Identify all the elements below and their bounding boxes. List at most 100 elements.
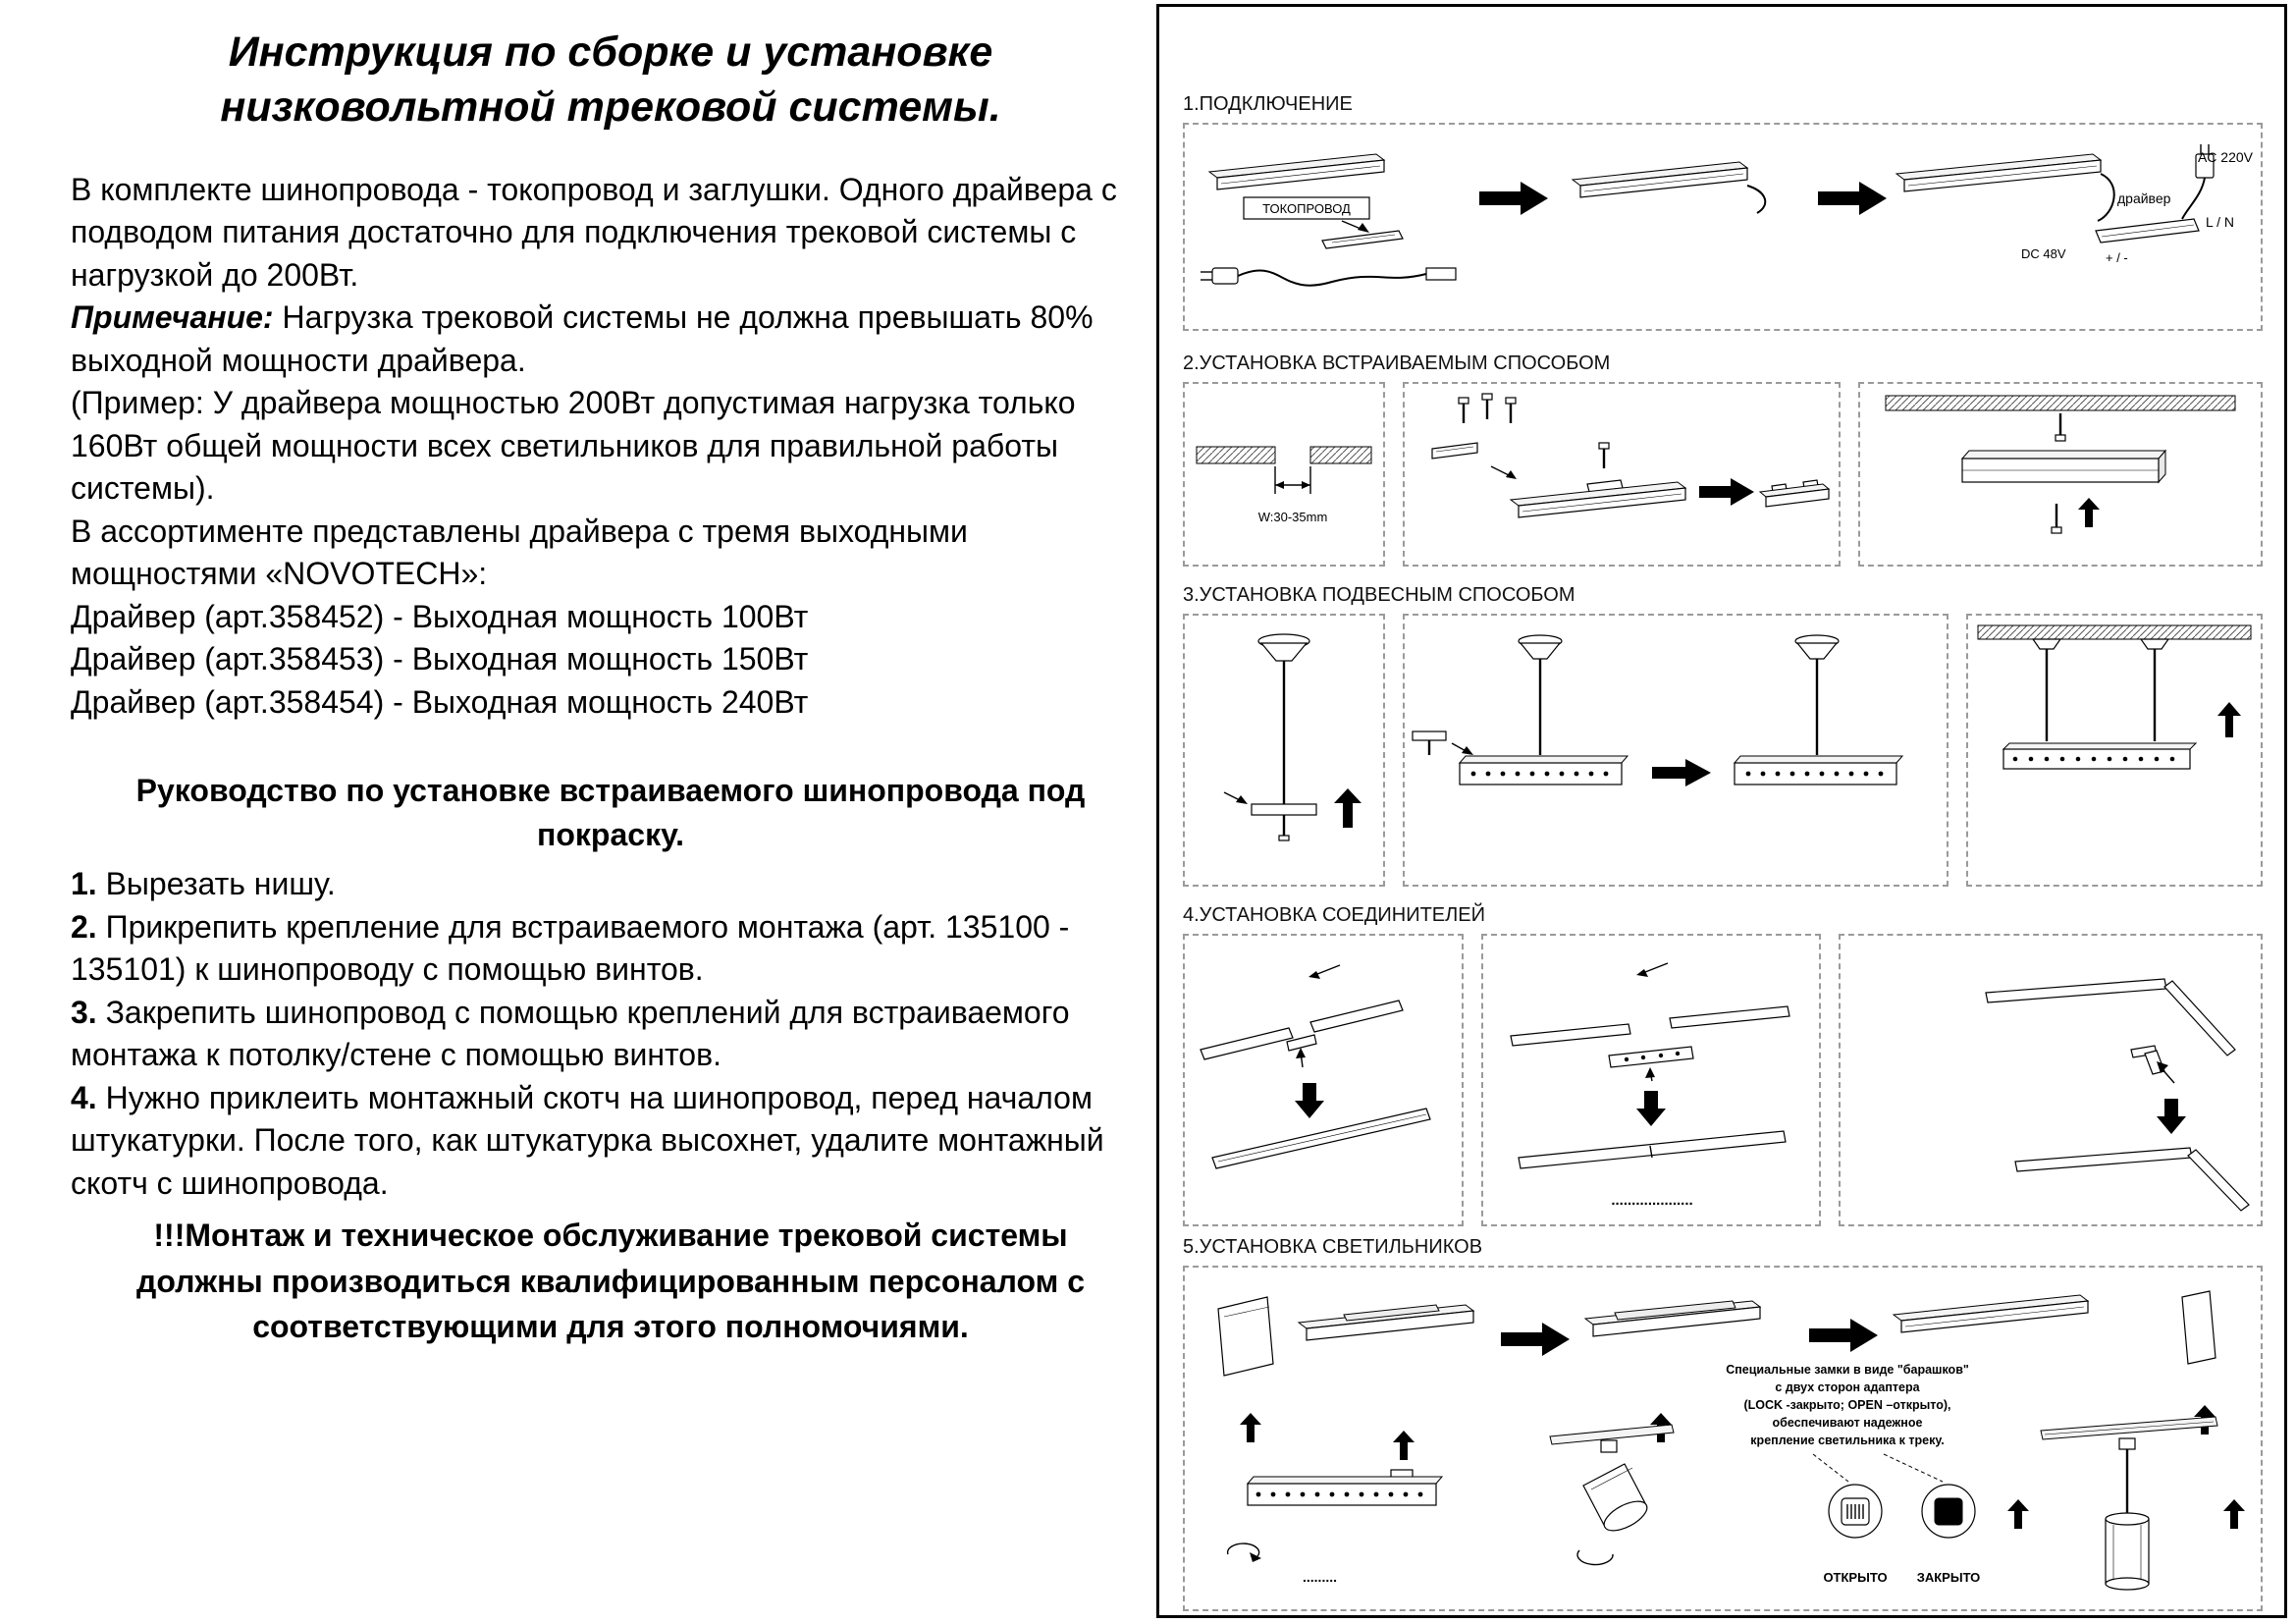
- pendant-track: [1458, 634, 1629, 785]
- step-4: 4. Нужно приклеить монтажный скотч на ши…: [71, 1077, 1150, 1206]
- arrow-right-icon: [1809, 1319, 1878, 1352]
- note-paragraph: Примечание: Нагрузка трековой системы не…: [71, 297, 1150, 382]
- joint-dots-label: ....................: [1611, 1192, 1692, 1209]
- dc-voltage-label: DC 48V: [2021, 246, 2066, 261]
- mount-bracket: [1431, 442, 1478, 460]
- pendant-cylinder-light: [2040, 1416, 2218, 1591]
- ceiling-section: [1196, 446, 1276, 464]
- pointer-arrow-icon: [1462, 746, 1473, 755]
- step-2: 2. Прикрепить крепление для встраиваемог…: [71, 906, 1150, 992]
- section4-connector-diagram-b: ....................: [1481, 934, 1821, 1226]
- bracket-drawing: [1431, 393, 1831, 518]
- open-state-label: ОТКРЫТО: [1823, 1570, 1887, 1585]
- pointer-arrow-icon: [1236, 795, 1248, 804]
- lock-note-line: Специальные замки в виде "барашков": [1726, 1363, 1969, 1377]
- track-connector: [1286, 1034, 1317, 1052]
- track-bar: [1297, 1304, 1475, 1341]
- ceiling-section: [1885, 395, 2236, 411]
- section4-connector-diagram-a: [1183, 934, 1464, 1226]
- corner-connector-drawing: [1985, 978, 2250, 1212]
- page-title: Инструкция по сборке и установке низково…: [220, 28, 1001, 131]
- intro-paragraph: В комплекте шинопровода - токопровод и з…: [71, 171, 1117, 293]
- dimension-arrow-icon: [1302, 481, 1310, 489]
- lock-note-line: обеспечивают надежное: [1773, 1416, 1923, 1430]
- lock-knob-closed: LOCK: [1921, 1484, 1976, 1539]
- pendant-track: [2002, 742, 2198, 770]
- arrow-right-icon: [1818, 182, 1887, 215]
- track-bar: [1571, 161, 1767, 214]
- tokoprovod-label: ТОКОПРОВОД: [1262, 201, 1351, 216]
- recessed-track: [1960, 449, 2167, 484]
- screw-icon: [2051, 526, 2062, 534]
- arrow-right-icon: [1699, 478, 1754, 506]
- ac-voltage-label: AC 220V: [2198, 149, 2254, 165]
- arrow-down-icon: [2157, 1099, 2186, 1134]
- track-with-bracket: [1509, 442, 1687, 518]
- power-cord: [1201, 267, 1457, 287]
- assortment-paragraph: В ассортименте представлены драйвера с т…: [71, 513, 968, 592]
- tokoprovod-label-box: [1243, 196, 1370, 220]
- section3-ceiling-pendant-diagram: [1966, 614, 2263, 887]
- screw-icon: [1458, 397, 1469, 423]
- arrow-right-icon: [1652, 759, 1711, 786]
- rotation-dots-label: .........: [1303, 1569, 1337, 1585]
- connector-drawing-a: [1200, 964, 1431, 1169]
- lock-knob-label: LOCK: [1939, 1510, 1958, 1517]
- note-text: Нагрузка трековой системы не должна прев…: [71, 299, 1094, 378]
- section4-title: 4.УСТАНОВКА СОЕДИНИТЕЛЕЙ: [1183, 904, 1485, 926]
- closed-state-label: ЗАКРЫТО: [1917, 1570, 1981, 1585]
- arrow-down-icon: [1295, 1083, 1324, 1118]
- pointer-arrow-icon: [1308, 971, 1320, 979]
- canopy: [2139, 638, 2170, 650]
- track-bar: [1207, 153, 1386, 190]
- arrow-right-icon: [1501, 1323, 1570, 1356]
- pendant-track: [1733, 634, 1904, 785]
- suspension-clamp: [1412, 731, 1447, 741]
- step-2-text: Прикрепить крепление для встраиваемого м…: [71, 908, 1070, 988]
- suspension-clamp: [1251, 803, 1317, 816]
- track-bar: [1895, 153, 2103, 192]
- step-2-number: 2.: [71, 908, 97, 945]
- step-1-text: Вырезать нишу.: [105, 866, 336, 902]
- section3-canopy-diagram: [1183, 614, 1385, 887]
- arrow-down-icon: [1636, 1091, 1666, 1126]
- step-3: 3. Закрепить шинопровод с помощью крепле…: [71, 992, 1150, 1077]
- pendant-drawing: [1412, 634, 1904, 786]
- track-bar: [1892, 1294, 2090, 1333]
- pointer-arrow-icon: [1645, 1067, 1655, 1078]
- guide-title: Руководство по установке встраиваемого ш…: [135, 773, 1086, 853]
- lock-note-line: крепление светильника к треку.: [1750, 1434, 1944, 1447]
- ceiling-mount-drawing: [1885, 395, 2236, 534]
- section2-niche-diagram: W:30-35mm: [1183, 382, 1385, 567]
- pointer-arrow-icon: [1506, 470, 1517, 479]
- track-connector: [1608, 1046, 1694, 1068]
- screw-icon: [2055, 434, 2066, 442]
- arrow-up-icon: [2217, 702, 2241, 737]
- dimension-arrow-icon: [1275, 481, 1284, 489]
- power-feed-connector: [1321, 230, 1404, 249]
- example-paragraph: (Пример: У драйвера мощностью 200Вт допу…: [71, 385, 1076, 507]
- driver-option-2: Драйвер (арт.358453) - Выходная мощность…: [71, 641, 809, 677]
- step-3-text: Закрепить шинопровод с помощью креплений…: [71, 994, 1070, 1073]
- assembled-track: [1758, 479, 1831, 508]
- niche-width-label: W:30-35mm: [1258, 510, 1328, 524]
- lock-note-line: с двух сторон адаптера: [1775, 1380, 1920, 1394]
- arrow-up-icon: [2223, 1499, 2245, 1529]
- step-3-number: 3.: [71, 994, 97, 1030]
- niche-drawing: W:30-35mm: [1196, 446, 1372, 524]
- screw-icon: [1481, 393, 1493, 419]
- diagram-panel: 1.ПОДКЛЮЧЕНИЕ ТОКОПРОВОД: [1156, 4, 2287, 1618]
- pointer-arrow-icon: [1358, 223, 1369, 233]
- screw-icon: [1505, 397, 1517, 423]
- arrow-up-icon: [1393, 1431, 1415, 1460]
- driver-option-1: Драйвер (арт.358452) - Выходная мощность…: [71, 598, 809, 634]
- pointer-arrow-icon: [2157, 1061, 2168, 1073]
- arrow-up-icon: [1334, 788, 1362, 828]
- warning-text: !!!Монтаж и техническое обслуживание тре…: [136, 1218, 1085, 1344]
- driver-option-3: Драйвер (арт.358454) - Выходная мощность…: [71, 683, 809, 720]
- pointer-arrow-icon: [1296, 1048, 1306, 1058]
- arrow-up-icon: [2078, 498, 2100, 527]
- ceiling-pendant-drawing: [1977, 624, 2252, 770]
- section1-diagram: ТОКОПРОВОД: [1183, 123, 2263, 331]
- arrow-up-icon: [1240, 1413, 1261, 1442]
